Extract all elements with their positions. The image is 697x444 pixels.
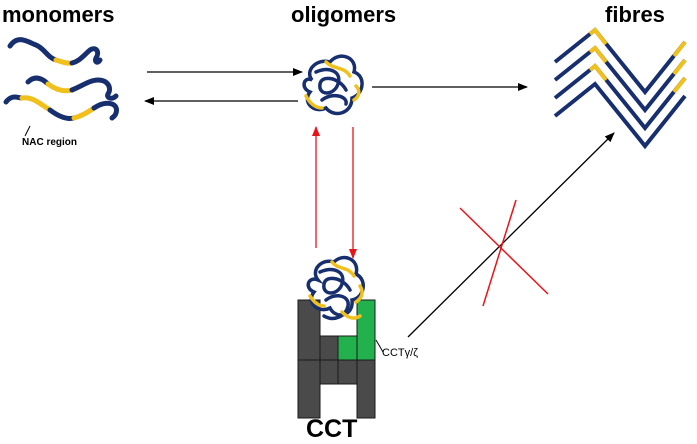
fibres-label: fibres: [605, 2, 665, 27]
cct-chaperonin: [297, 299, 376, 419]
nac-pointer: [24, 125, 31, 137]
cct-label: CCT: [306, 415, 358, 443]
arrow-cct-to-fibres: [407, 132, 615, 338]
monomers-group: [3, 37, 119, 121]
cct-gamma-zeta-subunit: [337, 335, 358, 361]
cct-subunit-pointer: [375, 339, 384, 353]
oligomers-label: oligomers: [291, 2, 397, 27]
fibres-group: [553, 27, 687, 150]
monomers-label: monomers: [2, 2, 115, 27]
inhibition-cross: [459, 199, 549, 307]
oligomer-blob: [302, 54, 364, 116]
cct-subunit-label: CCTγ/ζ: [382, 347, 419, 359]
monomer-strand-1: [7, 37, 103, 66]
monomer-strand-3: [3, 94, 119, 121]
monomer-strand-2: [25, 75, 119, 101]
oligomer-in-cct: [306, 255, 365, 321]
nac-region-label: NAC region: [22, 137, 77, 148]
